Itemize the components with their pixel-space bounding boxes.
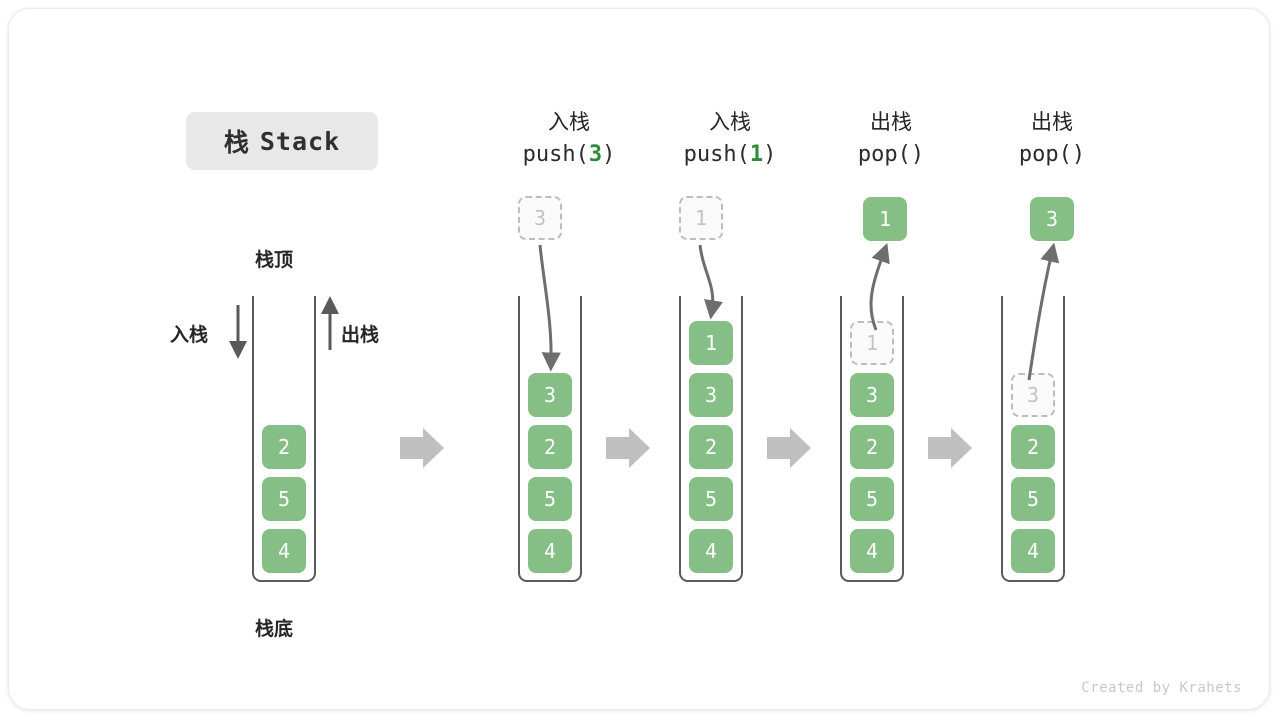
step-header-zh: 入栈	[548, 110, 590, 134]
step-header-code: push(3)	[484, 138, 654, 172]
stack-bottom-label: 栈底	[255, 618, 294, 640]
stack-cell: 2	[528, 425, 572, 469]
stack-cell: 5	[1011, 477, 1055, 521]
push-direction-label: 入栈	[170, 324, 209, 346]
stack-cell: 5	[528, 477, 572, 521]
stack-cell-removed-ghost: 1	[850, 321, 894, 365]
stack-cell: 3	[528, 373, 572, 417]
step-header-zh: 入栈	[709, 110, 751, 134]
popped-element: 3	[1030, 197, 1074, 241]
stack-container-push-1	[679, 296, 743, 582]
stack-cell: 4	[850, 529, 894, 573]
code-suffix: )	[763, 142, 777, 167]
stack-cell: 4	[689, 529, 733, 573]
code-prefix: pop(	[857, 142, 911, 167]
code-prefix: push(	[522, 142, 589, 167]
step-header-pop-1: 出栈 pop()	[806, 106, 976, 172]
stack-cell: 2	[850, 425, 894, 469]
stack-cell: 2	[1011, 425, 1055, 469]
stack-container-push-3	[518, 296, 582, 582]
figure-title-zh: 栈	[223, 128, 250, 157]
step-header-zh: 出栈	[870, 110, 912, 134]
stack-container-pop-1	[840, 296, 904, 582]
step-header-code: pop()	[806, 138, 976, 172]
stack-cell: 5	[262, 477, 306, 521]
stack-cell: 5	[689, 477, 733, 521]
stack-cell: 4	[528, 529, 572, 573]
code-argument: 3	[588, 142, 603, 167]
code-suffix: )	[910, 142, 925, 167]
code-argument: 1	[749, 142, 764, 167]
stack-container-pop-3	[1001, 296, 1065, 582]
stack-cell: 3	[850, 373, 894, 417]
step-header-code: push(1)	[645, 138, 815, 172]
figure-title-badge: 栈 Stack	[186, 112, 378, 170]
floating-element-ghost: 1	[679, 196, 723, 240]
stack-cell: 2	[262, 425, 306, 469]
code-suffix: )	[602, 142, 616, 167]
stack-cell: 5	[850, 477, 894, 521]
credit-text: Created by Krahets	[1081, 680, 1242, 696]
stack-cell-removed-ghost: 3	[1011, 373, 1055, 417]
stack-cell: 1	[689, 321, 733, 365]
popped-element: 1	[863, 197, 907, 241]
step-header-code: pop()	[967, 138, 1137, 172]
step-header-pop-3: 出栈 pop()	[967, 106, 1137, 172]
figure-title-en: Stack	[259, 126, 341, 156]
stack-top-label: 栈顶	[255, 249, 294, 271]
step-header-push-1: 入栈 push(1)	[645, 106, 815, 172]
step-header-push-3: 入栈 push(3)	[484, 106, 654, 172]
stack-cell: 3	[689, 373, 733, 417]
stack-cell: 4	[1011, 529, 1055, 573]
stack-cell: 4	[262, 529, 306, 573]
step-header-zh: 出栈	[1031, 110, 1073, 134]
pop-direction-label: 出栈	[341, 324, 380, 346]
stack-cell: 2	[689, 425, 733, 469]
code-suffix: )	[1071, 142, 1086, 167]
code-prefix: push(	[683, 142, 750, 167]
floating-element-ghost: 3	[518, 196, 562, 240]
code-prefix: pop(	[1018, 142, 1072, 167]
stack-container-initial	[252, 296, 316, 582]
